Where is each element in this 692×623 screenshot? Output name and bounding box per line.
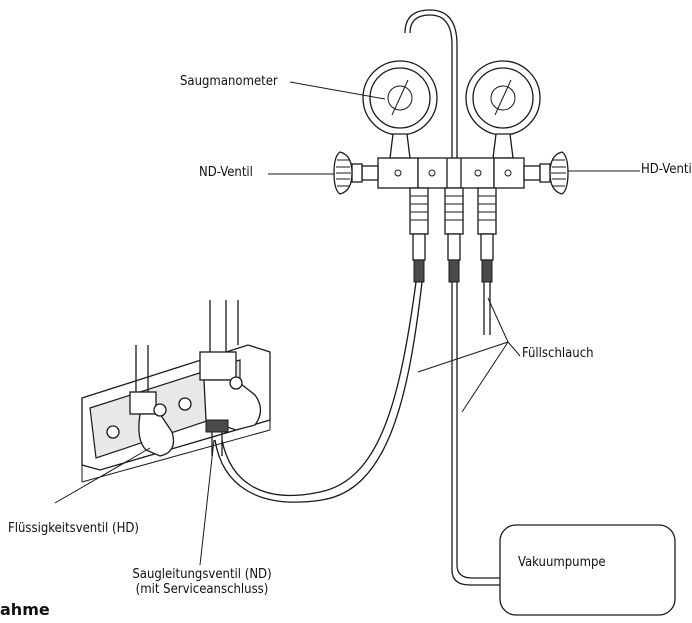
- label-vakuumpumpe: Vakuumpumpe: [518, 555, 606, 570]
- label-hd-ventil: HD-Ventil: [641, 162, 692, 177]
- manifold-block: [377, 157, 525, 189]
- high-pressure-valve-knob: [523, 151, 569, 195]
- low-pressure-valve-knob: [333, 151, 379, 195]
- hanger-hook: [404, 9, 458, 185]
- service-valve-assembly: [81, 300, 271, 483]
- caption-fragment: ahme: [0, 600, 50, 619]
- low-pressure-gauge: [362, 60, 438, 159]
- high-pressure-gauge: [465, 60, 541, 159]
- vacuum-pump: [499, 524, 676, 616]
- label-saugmanometer: Saugmanometer: [180, 74, 278, 89]
- leader-lines: [54, 81, 640, 566]
- label-saugleitungsventil-line2: (mit Serviceanschluss): [135, 581, 269, 597]
- charging-hoses: [214, 281, 500, 586]
- label-saugleitungsventil-line1: Saugleitungsventil (ND): [132, 567, 272, 582]
- label-saugleitungsventil: Saugleitungsventil (ND) (mit Serviceansc…: [102, 567, 302, 598]
- label-fluessigkeitsventil: Flüssigkeitsventil (HD): [8, 521, 139, 536]
- label-nd-ventil: ND-Ventil: [199, 165, 253, 180]
- hose-couplings: [409, 187, 497, 283]
- label-fuellschlauch: Füllschlauch: [522, 346, 594, 361]
